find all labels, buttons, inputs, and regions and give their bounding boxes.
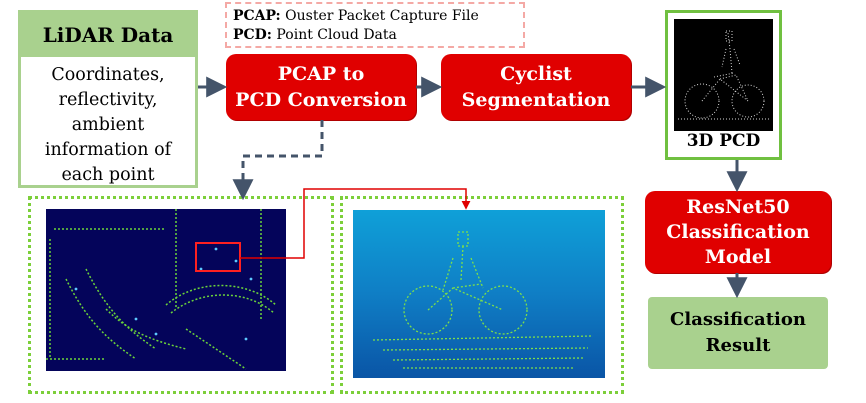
full-scene-pcd-frame xyxy=(28,196,334,394)
cyclist-segmentation-step: Cyclist Segmentation xyxy=(441,54,631,120)
3d-pcd-box: 3D PCD xyxy=(665,10,782,160)
classification-result-box: Classification Result xyxy=(648,297,828,369)
resnet50-classification-model-step: ResNet50 Classification Model xyxy=(645,191,831,273)
step-line: Model xyxy=(704,245,772,268)
cyclist-point-cloud-image xyxy=(674,19,773,131)
lidar-line: information of xyxy=(44,140,172,160)
legend-pcap-desc: Ouster Packet Capture File xyxy=(280,8,479,24)
cyclist-point-cloud-graphic xyxy=(678,30,770,120)
lidar-data-box: LiDAR Data Coordinates, reflectivity, am… xyxy=(18,10,198,188)
lidar-data-title: LiDAR Data xyxy=(21,13,195,57)
lidar-line: reflectivity, xyxy=(58,90,158,110)
legend-pcd: PCD: Point Cloud Data xyxy=(233,26,517,45)
legend-pcap-term: PCAP: xyxy=(233,8,281,24)
cyclist-crop-point-cloud-graphic xyxy=(372,231,594,369)
step-line: Cyclist xyxy=(500,63,572,85)
dashed-arrow-conversion-to-scene xyxy=(232,120,324,201)
cropped-cyclist-pcd-frame xyxy=(340,196,624,394)
step-line: Segmentation xyxy=(461,89,611,111)
result-line: Classification xyxy=(670,309,806,330)
full-scene-point-cloud-graphic xyxy=(46,209,277,370)
lidar-line: ambient xyxy=(71,115,145,135)
result-line: Result xyxy=(705,335,771,356)
lidar-line: Coordinates, xyxy=(51,65,165,85)
highlight-connector-to-crop xyxy=(240,188,471,259)
cyclist-highlight-box xyxy=(195,242,241,272)
step-line: Classification xyxy=(666,220,810,243)
legend-pcd-term: PCD: xyxy=(233,27,272,43)
lidar-data-description: Coordinates, reflectivity, ambient infor… xyxy=(21,63,195,188)
lidar-line: each point xyxy=(61,165,155,185)
cyclist-crop-point-cloud-image xyxy=(353,210,605,378)
legend-pcap: PCAP: Ouster Packet Capture File xyxy=(233,7,517,26)
step-line: ResNet50 xyxy=(686,195,790,218)
step-line: PCAP to xyxy=(277,63,365,85)
3d-pcd-label: 3D PCD xyxy=(686,131,761,151)
full-scene-point-cloud-image xyxy=(46,209,286,371)
pcap-to-pcd-conversion-step: PCAP to PCD Conversion xyxy=(226,54,416,120)
abbreviation-legend: PCAP: Ouster Packet Capture File PCD: Po… xyxy=(225,2,525,48)
step-line: PCD Conversion xyxy=(235,89,407,111)
legend-pcd-desc: Point Cloud Data xyxy=(271,27,397,43)
